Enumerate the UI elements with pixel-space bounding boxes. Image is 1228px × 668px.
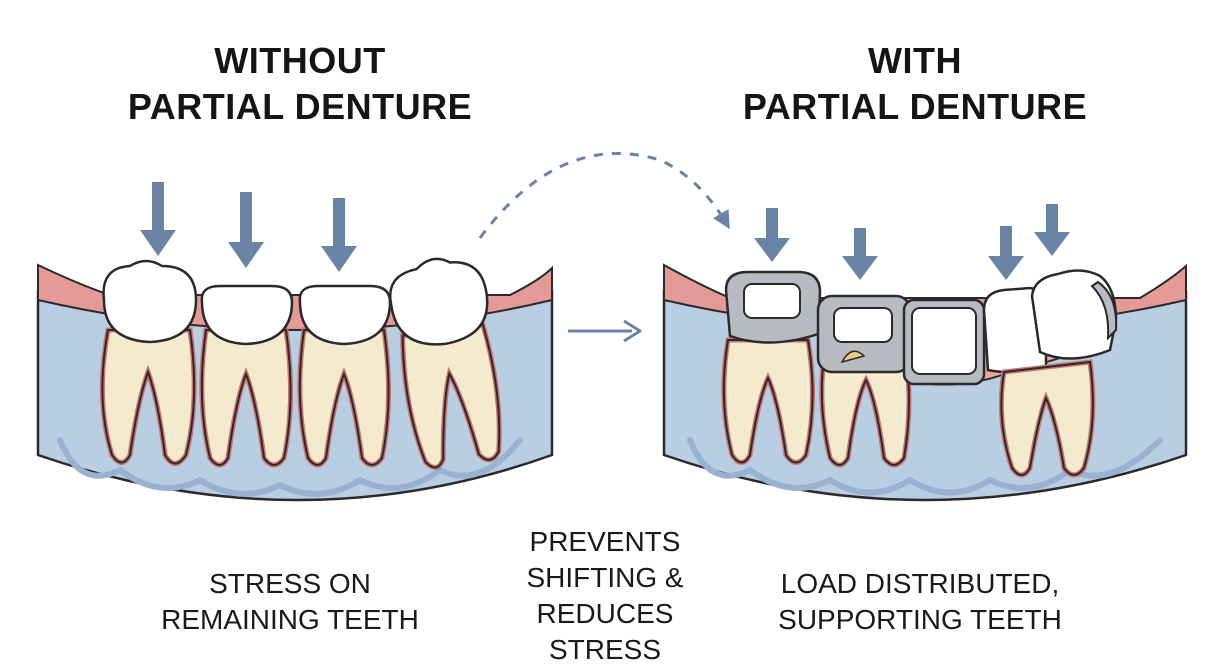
right-arrow-icon [568,319,642,343]
title-line: PARTIAL DENTURE [127,86,473,127]
right-pontic-tooth [902,298,986,386]
left-tooth-1 [99,259,198,466]
title-line: PARTIAL DENTURE [742,86,1088,127]
without-denture-title: WITHOUT PARTIAL DENTURE [90,38,510,130]
caption-line: LOAD DISTRIBUTED, [780,568,1060,599]
comparison-illustration [36,152,1188,502]
caption-line: REDUCES STRESS [536,598,674,665]
left-jaw-illustration [36,182,554,502]
left-tooth-3 [297,284,392,468]
down-arrow-icon [754,208,790,262]
right-tooth-1 [721,270,822,465]
caption-line: STRESS ON [209,568,371,599]
down-arrow-icon [842,228,878,280]
left-bone-shading [57,437,523,497]
caption-line: PREVENTS [529,526,681,557]
left-tooth-4 [389,257,502,470]
down-arrow-icon [228,192,264,268]
right-tooth-2 [816,294,912,468]
title-line: WITHOUT [214,40,386,81]
down-arrow-icon [1034,204,1070,256]
with-denture-title: WITH PARTIAL DENTURE [705,38,1125,130]
dashed-curved-arrow-icon [478,152,730,239]
caption-line: SHIFTING & [526,562,684,593]
stress-caption: STRESS ON REMAINING TEETH [140,566,440,638]
down-arrow-icon [321,198,357,272]
right-jaw-illustration [662,204,1188,502]
right-tooth-3 [998,269,1118,478]
down-arrow-icon [988,226,1024,280]
load-caption: LOAD DISTRIBUTED, SUPPORTING TEETH [750,566,1090,638]
caption-line: REMAINING TEETH [161,604,419,635]
right-force-arrows [754,204,1070,280]
caption-line: SUPPORTING TEETH [778,604,1062,635]
title-line: WITH [868,40,962,81]
left-force-arrows [140,182,357,272]
down-arrow-icon [140,182,176,256]
benefit-caption: PREVENTS SHIFTING & REDUCES STRESS [480,524,730,668]
left-tooth-2 [199,284,294,468]
